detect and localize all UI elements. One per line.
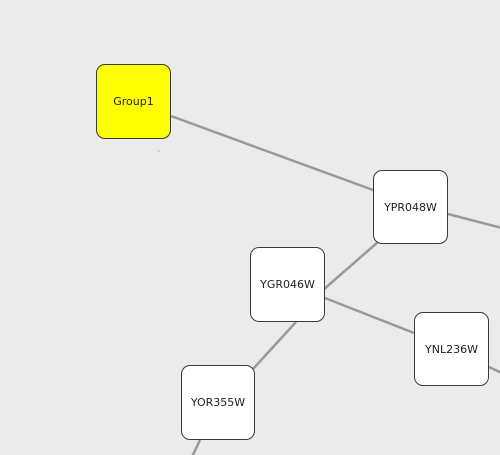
edge-yor355w-offscreen[interactable] [191,439,202,455]
node-label: YGR046W [260,278,315,291]
edge-ypr048w-ygr046w[interactable] [322,241,379,291]
node-label: YNL236W [425,342,478,356]
edge-ypr048w-offscreen[interactable] [447,212,500,229]
edge-ygr046w-ynl236w[interactable] [324,296,415,335]
node-ypr048w[interactable]: YPR048W [373,170,448,244]
node-label: YPR048W [384,200,437,214]
edge-ygr046w-yor355w[interactable] [252,321,297,370]
node-label: Group1 [113,95,154,108]
node-label: YOR355W [190,396,246,409]
node-ynl236w[interactable]: YNL236W [414,312,489,386]
node-group1[interactable]: Group1 [96,64,171,139]
edge-ynl236w-offscreen[interactable] [488,365,500,374]
speck-mark [158,150,160,152]
node-ygr046w[interactable]: YGR046W [250,247,325,322]
edge-group1-ypr048w[interactable] [170,114,374,192]
node-yor355w[interactable]: YOR355W [181,365,255,440]
